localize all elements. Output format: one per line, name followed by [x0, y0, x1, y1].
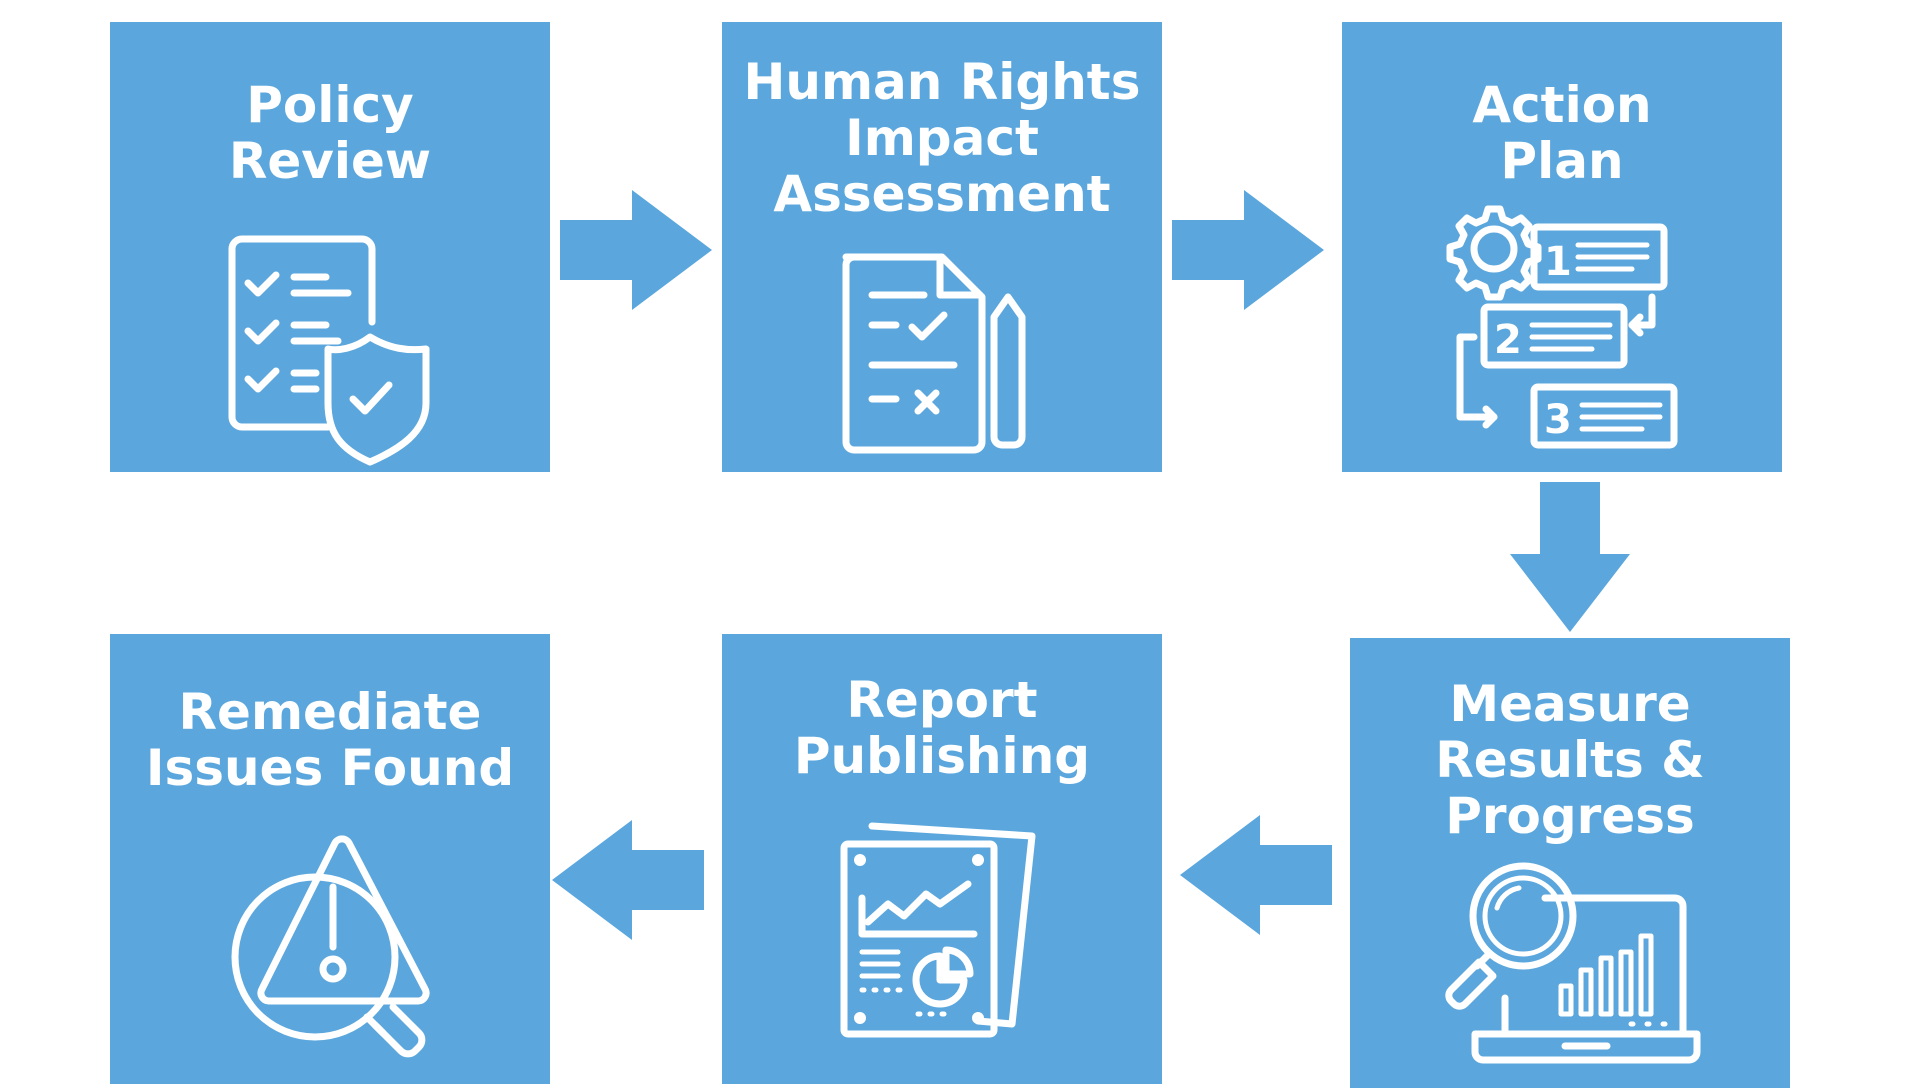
step-title: Remediate Issues Found [145, 683, 515, 797]
step-report-publishing: Report Publishing [722, 634, 1162, 1084]
assessment-document-pencil-icon [842, 253, 1026, 454]
warning-magnifier-icon [231, 835, 430, 1058]
step-title: Report Publishing [793, 671, 1091, 785]
plan-number-3: 3 [1544, 397, 1572, 443]
step-title: Policy Review [228, 76, 432, 190]
step-remediate-issues-found: Remediate Issues Found [110, 634, 550, 1084]
step-title: Human Rights Impact Assessment [743, 53, 1141, 223]
laptop-analytics-magnifier-icon [1445, 862, 1701, 1064]
gear-icon [1446, 205, 1542, 301]
step-policy-review: Policy Review [110, 22, 550, 472]
step-title: Measure Results & Progress [1435, 675, 1705, 845]
arrow-right-1 [560, 190, 712, 310]
step-measure-results-progress: Measure Results & Progress [1350, 638, 1790, 1088]
policy-checklist-shield-icon [228, 235, 430, 466]
step-action-plan: Action Plan 1 2 3 [1342, 22, 1782, 472]
step-title: Action Plan [1472, 76, 1652, 190]
arrow-left-1 [1180, 815, 1332, 935]
step-human-rights-impact-assessment: Human Rights Impact Assessment [722, 22, 1162, 472]
plan-number-1: 1 [1544, 239, 1572, 285]
numbered-plan-gear-icon: 1 2 3 [1446, 205, 1678, 449]
arrow-down [1510, 482, 1630, 632]
arrow-right-2 [1172, 190, 1324, 310]
report-documents-chart-icon [840, 822, 1036, 1038]
plan-number-2: 2 [1494, 317, 1522, 363]
arrow-left-2 [552, 820, 704, 940]
